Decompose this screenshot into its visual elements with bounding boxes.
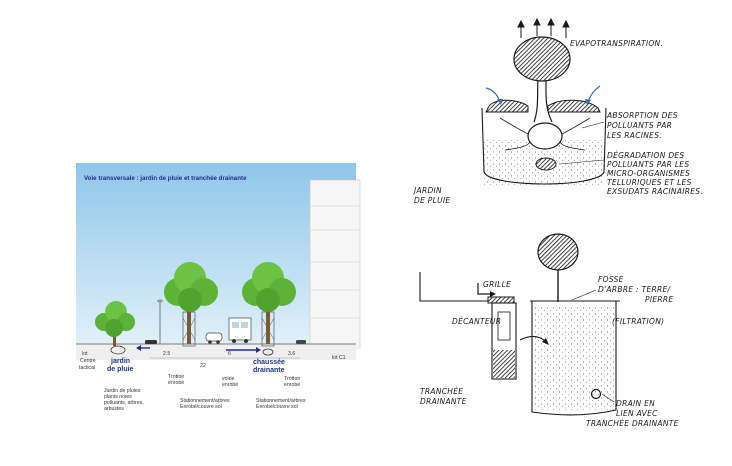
street-tree-right	[242, 262, 296, 347]
pointer-fosse	[571, 289, 597, 301]
label-trottoir-left-2: enrobé	[168, 380, 184, 386]
tree-canopy	[513, 36, 571, 82]
caption-jardin-2: DE PLUIE	[414, 196, 450, 205]
trench-sketch	[419, 233, 620, 416]
drain-pipe	[262, 348, 274, 356]
lamp-post	[157, 299, 163, 344]
dimension-2: 22	[200, 363, 206, 369]
label-degradation-2: POLLUANTS PAR LES	[607, 160, 689, 169]
label-absorption-2: POLLUANTS PAR	[607, 121, 672, 130]
label-evapotranspiration: EVAPOTRANSPIRATION.	[570, 39, 663, 48]
label-degradation-5: EXSUDATS RACINAIRES.	[607, 187, 703, 196]
label-jardin-1: jardin	[110, 358, 130, 365]
label-fosse-4: (FILTRATION)	[612, 317, 664, 326]
label-chaussee-1: chaussée	[253, 359, 285, 366]
dimension-4: 3.6	[288, 351, 295, 357]
label-drain-3: TRANCHÉE DRAINANTE	[586, 419, 679, 428]
plants-right	[547, 99, 601, 113]
label-trottoir-right-2: enrobé	[284, 382, 300, 388]
label-lot-right: lot C1	[332, 355, 346, 361]
caption-tranchee-2: DRAINANTE	[420, 397, 467, 406]
ground-level	[419, 272, 620, 302]
label-lot-left: lot	[82, 351, 88, 357]
stat-left-2: Enrobé/couvre sol	[180, 404, 222, 410]
label-grille: GRILLE	[483, 280, 511, 289]
truck	[228, 317, 252, 343]
trench-tree-canopy	[537, 233, 579, 271]
jardin-desc-2: plants noies	[104, 394, 132, 400]
evapotranspiration-arrows	[517, 17, 570, 38]
label-fosse-3: PIERRE	[645, 295, 673, 304]
label-voirie-2: enrobé	[222, 382, 238, 388]
parked-car-left	[145, 340, 157, 344]
white-lower-area	[76, 360, 356, 426]
root-ball	[527, 122, 563, 150]
flow-arrowhead-left	[136, 345, 141, 351]
flow-arrowhead-right	[256, 347, 261, 353]
label-absorption-3: LES RACINES.	[607, 131, 662, 140]
label-drain-1: DRAIN EN	[616, 399, 655, 408]
jardin-desc-4: arbustes	[104, 406, 124, 412]
jardin-desc-1: Jardin de pluies	[104, 388, 141, 394]
label-centre-1: Centre	[80, 358, 96, 364]
micro-organism-blob	[535, 157, 557, 171]
arrow-grille	[477, 283, 492, 295]
tree-trunk	[533, 79, 553, 123]
label-fosse-1: FOSSE	[598, 275, 624, 284]
label-chaussee-2: drainante	[253, 367, 285, 374]
label-voirie-1: voirie	[222, 376, 235, 382]
label-fosse-2: D'ARBRE : TERRE/	[598, 285, 672, 294]
section-title: Voie transversale : jardin de pluie et t…	[84, 175, 247, 182]
label-decanteur: DÉCANTEUR	[452, 317, 501, 326]
rain-garden-tree	[95, 301, 135, 346]
roots	[499, 117, 591, 151]
label-centre-2: tactical	[79, 365, 95, 371]
decanteur-chamber	[491, 302, 517, 380]
pointer-degradation	[559, 159, 605, 165]
tree-pit	[531, 301, 617, 416]
sediment	[493, 350, 515, 378]
building	[309, 179, 361, 349]
parked-car-right	[296, 340, 306, 344]
pointer-absorption	[581, 121, 605, 129]
label-drain-2: LIEN AVEC	[616, 409, 658, 418]
dimension-3: 6	[228, 351, 231, 357]
car	[205, 332, 223, 344]
pointer-drain	[601, 393, 615, 403]
rain-garden-basin	[110, 345, 126, 355]
rain-arrow-right	[587, 85, 601, 103]
label-degradation-1: DÉGRADATION DES	[607, 151, 685, 160]
label-absorption-1: ABSORPTION DES	[606, 111, 678, 120]
caption-jardin-1: JARDIN	[412, 186, 442, 195]
label-trottoir-left-1: Trottoir	[168, 374, 185, 380]
label-degradation-4: TELLURIQUES ET LES	[607, 178, 692, 187]
jardin-desc-3: polluants, arbres,	[104, 400, 144, 406]
caption-tranchee-1: TRANCHÉE	[420, 387, 463, 396]
stat-right-2: Enrobé/couvre sol	[256, 404, 298, 410]
grille	[487, 296, 515, 304]
label-trottoir-right-1: Trottoir	[284, 376, 301, 382]
cross-section-panel: Voie transversale : jardin de pluie et t…	[76, 163, 361, 426]
street-tree-left	[164, 262, 218, 347]
label-jardin-2: de pluie	[107, 366, 134, 373]
rain-garden-sketch	[481, 17, 607, 185]
drain	[590, 388, 602, 400]
plants-left	[485, 99, 529, 113]
dimension-1: 2.5	[163, 351, 170, 357]
label-degradation-3: MICRO-ORGANISMES	[607, 169, 690, 178]
stat-left-1: Stationnement/arbres	[180, 398, 230, 404]
stat-right-1: Stationnement/arbres	[256, 398, 306, 404]
